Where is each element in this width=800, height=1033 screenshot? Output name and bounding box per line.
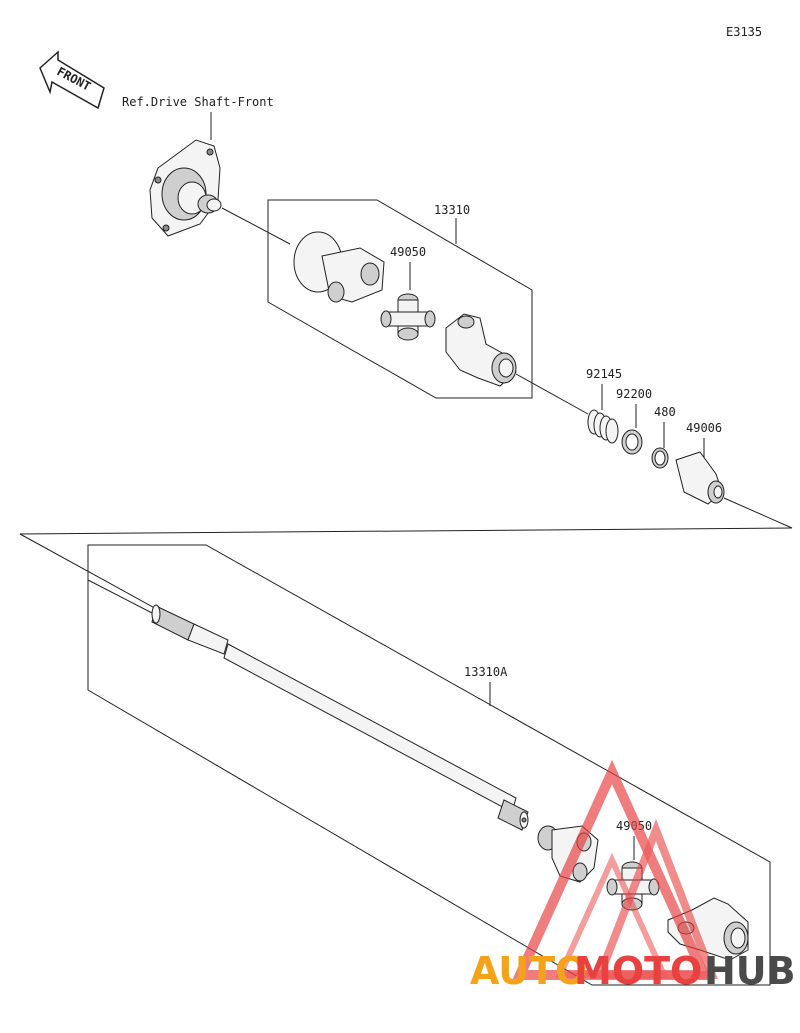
watermark-text-hub: HUB xyxy=(704,949,796,993)
assembly-box-lower xyxy=(87,544,771,986)
part-label-49050-upper: 49050 xyxy=(390,245,426,259)
watermark-logo xyxy=(512,759,718,980)
part-label-92145: 92145 xyxy=(586,367,622,381)
yoke-front xyxy=(293,231,385,303)
drive-shaft xyxy=(87,579,529,831)
yoke-rear xyxy=(445,313,517,387)
spring-part xyxy=(587,409,619,444)
part-label-13310A: 13310A xyxy=(464,665,508,679)
front-arrow-icon: FRONT xyxy=(39,50,105,110)
reference-label: Ref.Drive Shaft-Front xyxy=(122,95,274,109)
part-label-92200: 92200 xyxy=(616,387,652,401)
part-label-13310: 13310 xyxy=(434,203,470,217)
connector-line xyxy=(723,497,793,529)
boot-part xyxy=(675,451,725,505)
assembly-box-upper xyxy=(267,199,533,399)
part-label-49006: 49006 xyxy=(686,421,722,435)
universal-joint-upper xyxy=(380,293,436,341)
watermark-text-auto: AUTO xyxy=(470,949,587,993)
front-gear-housing xyxy=(149,139,222,237)
part-label-480: 480 xyxy=(654,405,676,419)
watermark-text-moto: MOTO xyxy=(574,949,702,993)
diagram-code: E3135 xyxy=(726,25,762,39)
circlip-part xyxy=(651,447,669,469)
washer-part xyxy=(621,429,643,455)
